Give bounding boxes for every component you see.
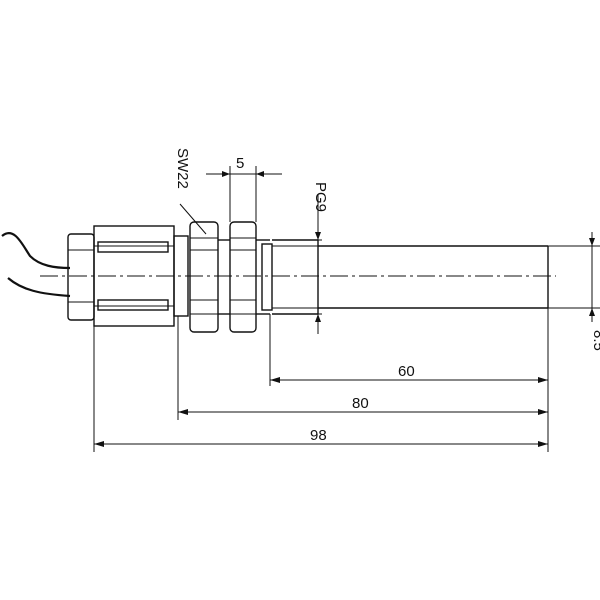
hex-nut-left <box>189 221 219 333</box>
dim-label-80: 80 <box>352 395 369 412</box>
diameter-dimension: 8.5 <box>589 232 600 351</box>
diameter-label: 8.5 <box>590 330 600 351</box>
dimension-60: 60 <box>270 363 548 383</box>
sw22-label: SW22 <box>174 148 191 189</box>
threaded-body <box>218 239 319 315</box>
cable <box>1 232 71 298</box>
extension-lines <box>93 166 600 452</box>
dimension-80: 80 <box>178 395 548 415</box>
hex-nut-right <box>229 221 257 333</box>
dim-label-98: 98 <box>310 427 327 444</box>
dim-label-60: 60 <box>398 363 415 380</box>
probe-tube <box>318 245 549 309</box>
pg9-label: PG9 <box>312 182 329 212</box>
dimension-5: 5 <box>206 155 282 177</box>
dim-label-5: 5 <box>236 155 244 172</box>
dimension-98: 98 <box>94 427 548 447</box>
sw22-callout: SW22 <box>174 148 207 235</box>
pg9-callout: PG9 <box>312 182 329 322</box>
